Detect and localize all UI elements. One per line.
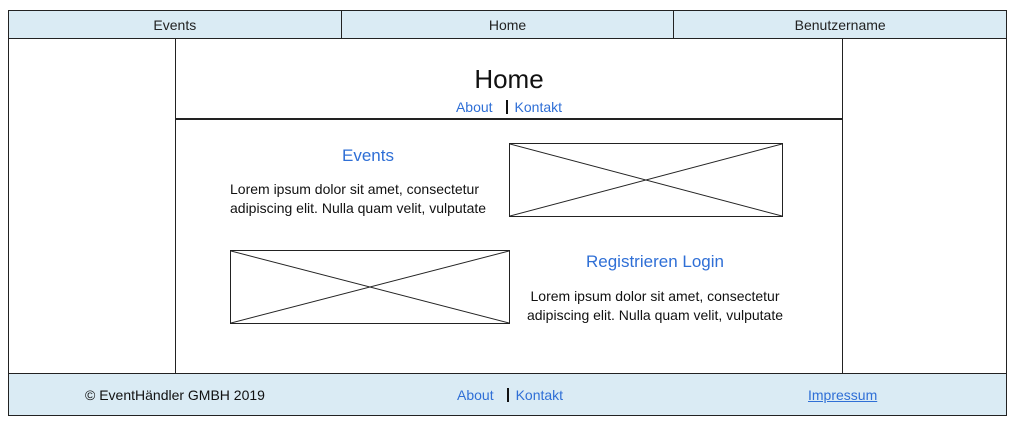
header-about-link[interactable]: About [455,99,493,115]
footer-links: About Kontakt [457,387,563,403]
footer-contact-link[interactable]: Kontakt [515,387,564,403]
header-contact-link[interactable]: Kontakt [514,99,563,115]
footer-about-link[interactable]: About [457,387,494,403]
content-column: Home About Kontakt Events Lorem ipsum dol… [175,38,843,373]
events-text-line-1: Lorem ipsum dolor sit amet, consectetur [230,181,479,197]
page-header: Home About Kontakt [176,38,842,120]
top-navigation: Events Home Benutzername [9,11,1006,39]
impressum-link[interactable]: Impressum [808,387,878,403]
image-placeholder-events [509,143,783,217]
register-section-text: Lorem ipsum dolor sit amet, consectetur … [521,287,789,325]
register-login-section-title[interactable]: Registrieren Login [586,252,724,271]
placeholder-cross-icon [510,144,782,216]
events-section-text: Lorem ipsum dolor sit amet, consectetur … [230,180,486,218]
placeholder-cross-icon [231,251,509,323]
register-text-line-1: Lorem ipsum dolor sit amet, consectetur [530,288,780,304]
events-section-title[interactable]: Events [342,146,394,165]
nav-username[interactable]: Benutzername [673,11,1006,38]
footer: © EventHändler GMBH 2019 About Kontakt Im… [9,373,1006,415]
register-text-line-2: adipiscing elit. Nulla quam velit, vulpu… [526,307,784,323]
nav-home[interactable]: Home [340,11,674,38]
header-links: About Kontakt [176,99,842,115]
page-title: Home [474,64,544,94]
copyright-text: © EventHändler GMBH 2019 [85,387,265,403]
link-separator [505,100,508,114]
nav-events[interactable]: Events [153,16,197,33]
image-placeholder-register [230,250,510,324]
link-separator [506,388,509,402]
impressum: Impressum [808,387,877,403]
events-text-line-2: adipiscing elit. Nulla quam velit, vulpu… [230,200,487,216]
